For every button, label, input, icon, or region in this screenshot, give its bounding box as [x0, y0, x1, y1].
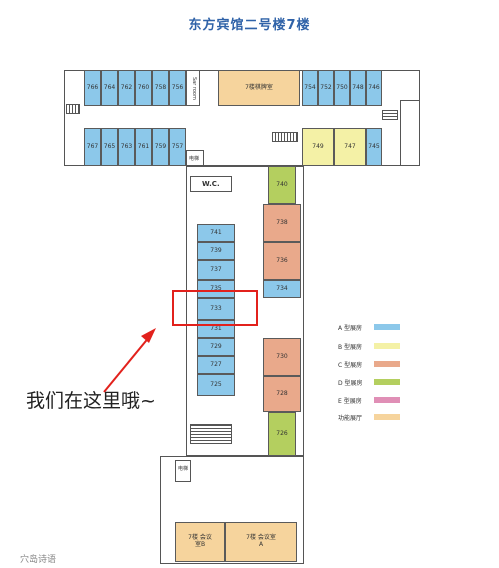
legend-swatch-b [374, 343, 400, 349]
map-title: 东方宾馆二号楼7楼 [188, 18, 311, 33]
wc-label: W.C. [202, 180, 220, 188]
room-734[interactable]: 734 [263, 280, 301, 298]
stairs-center-right [272, 132, 298, 142]
room-729[interactable]: 729 [197, 338, 235, 356]
room-749[interactable]: 749 [302, 128, 334, 166]
meeting-room-a[interactable]: 7楼 会议室A [225, 522, 297, 562]
room-736[interactable]: 736 [263, 242, 301, 280]
room-728[interactable]: 728 [263, 376, 301, 412]
legend-swatch-e [374, 397, 400, 403]
room-762[interactable]: 762 [118, 70, 135, 106]
legend-swatch-func [374, 414, 400, 420]
room-754[interactable]: 754 [302, 70, 318, 106]
room-738[interactable]: 738 [263, 204, 301, 242]
elevator-bottom-label: 电梯 [178, 466, 189, 472]
room-748[interactable]: 748 [350, 70, 366, 106]
room-746[interactable]: 746 [366, 70, 382, 106]
meeting-room-a-label: 7楼 会议室A [246, 534, 276, 548]
room-727[interactable]: 727 [197, 356, 235, 374]
room-733[interactable]: 733 [197, 298, 235, 320]
room-741[interactable]: 741 [197, 224, 235, 242]
room-752[interactable]: 752 [318, 70, 334, 106]
legend-swatch-c [374, 361, 400, 367]
sar-room-label: Sar room [190, 76, 197, 100]
stairs-top-left [66, 104, 80, 114]
legend-label-a: A 型展房 [338, 325, 363, 332]
stairs-center-lower [190, 424, 232, 444]
legend-label-func: 功能展厅 [338, 415, 363, 422]
legend-label-d: D 型展房 [338, 380, 363, 387]
stairs-top-right [382, 110, 398, 120]
legend-label-c: C 型展房 [338, 362, 363, 369]
room-765[interactable]: 765 [101, 128, 118, 166]
right-service-room [400, 100, 420, 166]
room-750[interactable]: 750 [334, 70, 350, 106]
wc-room: W.C. [190, 176, 232, 192]
legend-label-b: B 型展房 [338, 344, 363, 351]
room-745[interactable]: 745 [366, 128, 382, 166]
room-763[interactable]: 763 [118, 128, 135, 166]
room-725[interactable]: 725 [197, 374, 235, 396]
sar-room: Sar room [186, 70, 200, 106]
room-747[interactable]: 747 [334, 128, 366, 166]
room-760[interactable]: 760 [135, 70, 152, 106]
room-767[interactable]: 767 [84, 128, 101, 166]
chess-room[interactable]: 7楼棋牌室 [218, 70, 300, 106]
room-740[interactable]: 740 [268, 166, 296, 204]
room-759[interactable]: 759 [152, 128, 169, 166]
room-758[interactable]: 758 [152, 70, 169, 106]
room-756[interactable]: 756 [169, 70, 186, 106]
chess-room-label: 7楼棋牌室 [245, 83, 273, 91]
elevator-bottom: 电梯 [175, 460, 191, 482]
room-764[interactable]: 764 [101, 70, 118, 106]
elevator-top: 电梯 [186, 150, 204, 166]
legend-swatch-a [374, 324, 400, 330]
room-726[interactable]: 726 [268, 412, 296, 456]
watermark: 穴岛诗语 [20, 555, 57, 565]
room-757[interactable]: 757 [169, 128, 186, 166]
room-735[interactable]: 735 [197, 280, 235, 298]
meeting-room-b-label: 7楼 会议室B [188, 534, 212, 548]
legend-swatch-d [374, 379, 400, 385]
room-766[interactable]: 766 [84, 70, 101, 106]
room-761[interactable]: 761 [135, 128, 152, 166]
room-739[interactable]: 739 [197, 242, 235, 260]
legend-label-e: E 型展房 [338, 398, 362, 405]
meeting-room-b[interactable]: 7楼 会议室B [175, 522, 225, 562]
room-737[interactable]: 737 [197, 260, 235, 280]
elevator-top-label: 电梯 [189, 156, 200, 162]
room-730[interactable]: 730 [263, 338, 301, 376]
current-location-highlight [172, 290, 258, 326]
location-annotation: 我们在这里哦~ [26, 390, 156, 412]
